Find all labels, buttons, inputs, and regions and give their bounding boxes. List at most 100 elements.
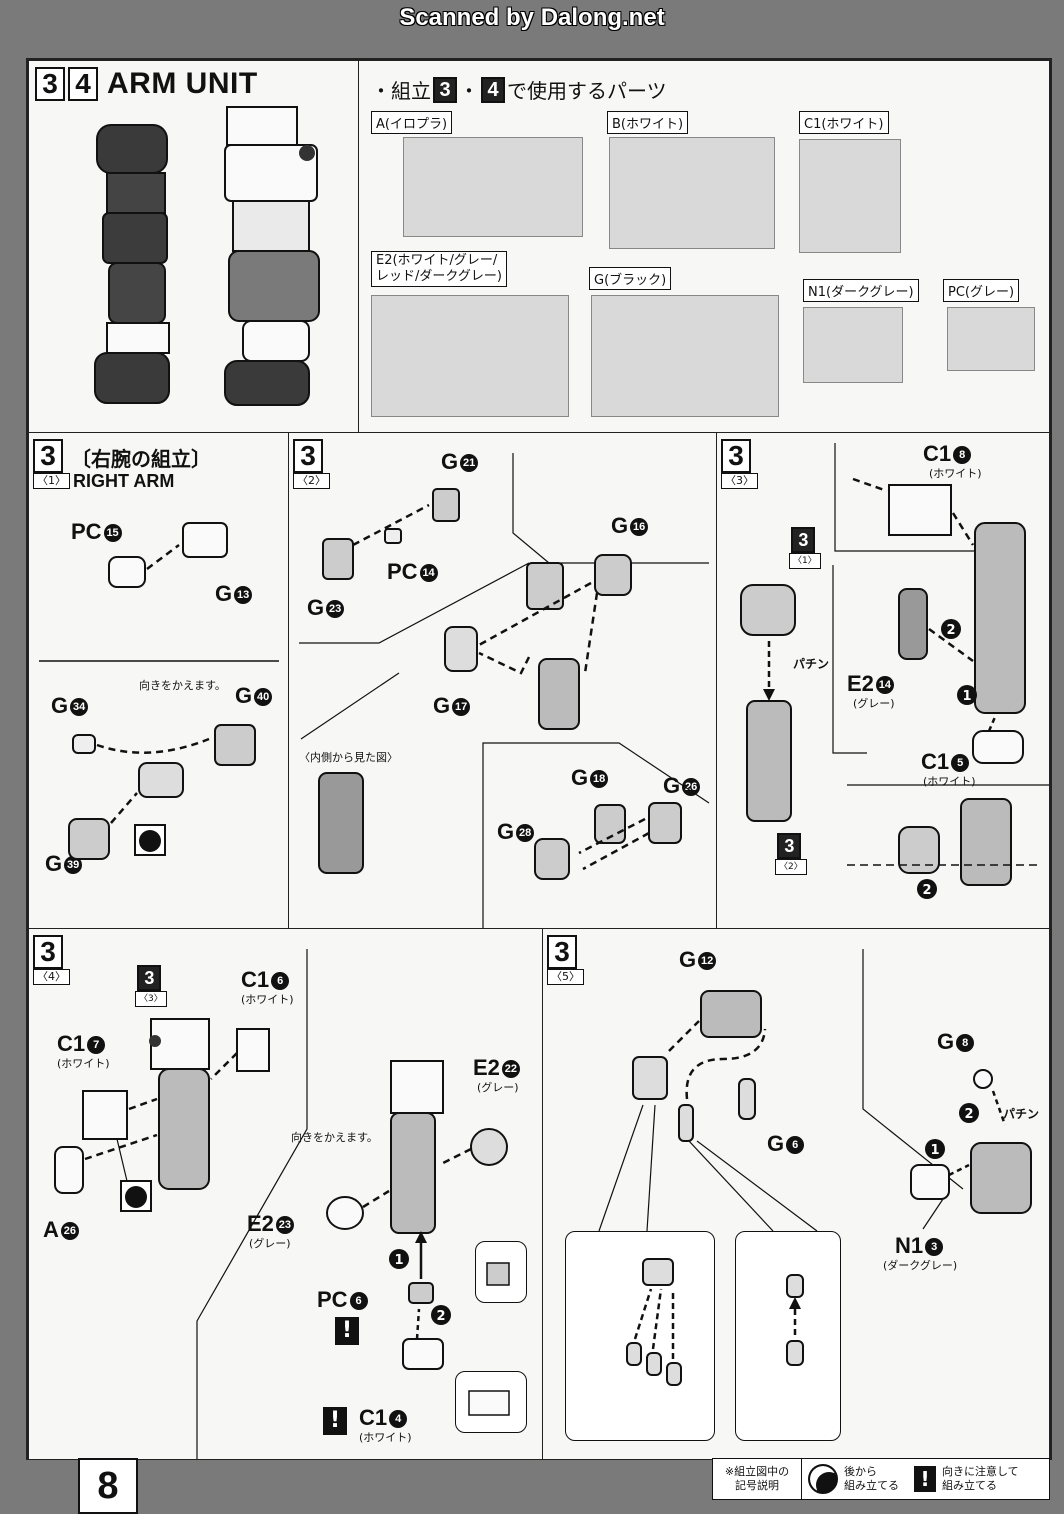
- runner-label-n1: N1(ダークグレー): [803, 279, 919, 302]
- runner-b: [609, 137, 775, 249]
- detail-callout-top: [475, 1241, 527, 1303]
- step-number-4: 4: [68, 67, 98, 101]
- step-3-4-number: 3 〈4〉: [33, 935, 70, 985]
- assemble-later-icon: [808, 1464, 838, 1494]
- ref-step-3-3-sub: 〈3〉: [135, 991, 167, 1007]
- label-e223-color: (グレー): [249, 1237, 291, 1250]
- parts-heading-num2: 4: [481, 76, 505, 103]
- arm-unit-heading: 3 4 ARM UNIT: [35, 67, 258, 101]
- scan-credit-bar: Scanned by Dalong.net: [0, 0, 1064, 46]
- legend-title: ※組立図中の 記号説明: [713, 1459, 802, 1499]
- runner-label-e2-line2: レッド/ダークグレー): [376, 269, 502, 284]
- runner-label-pc: PC(グレー): [943, 279, 1020, 302]
- caution-icon: !: [914, 1466, 936, 1492]
- step-3-5-number: 3 〈5〉: [547, 935, 584, 985]
- label-c18-color: (ホワイト): [929, 467, 982, 480]
- caution-mark-2: !: [323, 1407, 347, 1435]
- step-3-2-num: 3: [293, 439, 323, 473]
- legend-title-line2: 記号説明: [735, 1479, 779, 1492]
- runner-n1: [803, 307, 903, 383]
- step-3-4-num: 3: [33, 935, 63, 969]
- step-3-2-diagram: [299, 453, 710, 929]
- arm-unit-illustration: [94, 106, 320, 406]
- step-3-5-sub: 〈5〉: [547, 969, 584, 985]
- label-e222-color: (グレー): [477, 1081, 519, 1094]
- snap-sound-3-3: パチン: [793, 657, 830, 671]
- label-n13-color: (ダークグレー): [883, 1259, 958, 1272]
- step-3-3-sub: 〈3〉: [721, 473, 758, 489]
- step-3-1-title-en: RIGHT ARM: [73, 471, 175, 491]
- step-3-1-num: 3: [33, 439, 63, 473]
- detail-callout-bottom: [455, 1371, 527, 1433]
- parts-heading: ・組立 3 ・ 4 で使用するパーツ: [371, 75, 667, 104]
- ref-step-3-2-sub: 〈2〉: [775, 859, 807, 875]
- parts-heading-sep: ・: [459, 79, 479, 103]
- legend-assemble-later: 後から 組み立てる: [844, 1465, 908, 1493]
- svg-text:1: 1: [930, 1143, 939, 1158]
- ref-step-3-3: 3 〈3〉: [135, 965, 167, 1007]
- svg-text:2: 2: [922, 883, 931, 898]
- legend-caution: 向きに注意して 組み立てる: [942, 1465, 1019, 1493]
- svg-text:2: 2: [436, 1309, 445, 1324]
- ref-step-3-1: 3 〈1〉: [789, 527, 821, 569]
- runner-label-g: G(ブラック): [589, 267, 672, 290]
- legend-title-line1: ※組立図中の: [724, 1465, 790, 1478]
- step-3-3-num: 3: [721, 439, 751, 473]
- caution-mark: !: [335, 1317, 359, 1345]
- step-3-1-note: 向きをかえます。: [139, 679, 226, 692]
- label-c17-color: (ホワイト): [57, 1057, 110, 1070]
- parts-heading-num1: 3: [433, 76, 457, 103]
- step-3-1-number: 3 〈1〉: [33, 439, 70, 489]
- label-e214-color: (グレー): [853, 697, 895, 710]
- ref-step-3-3-num: 3: [137, 965, 162, 991]
- ref-step-3-2-num: 3: [777, 833, 802, 859]
- step-3-1-sub: 〈1〉: [33, 473, 70, 489]
- step-3-2-number: 3 〈2〉: [293, 439, 330, 489]
- runner-g: [591, 295, 779, 417]
- runner-label-c1: C1(ホワイト): [799, 111, 889, 134]
- page-number: 8: [78, 1458, 138, 1514]
- step-3-3-number: 3 〈3〉: [721, 439, 758, 489]
- runner-label-e2: E2(ホワイト/グレー/ レッド/ダークグレー): [371, 251, 507, 287]
- ref-step-3-2: 3 〈2〉: [775, 833, 807, 875]
- parts-heading-prefix: ・組立: [371, 79, 431, 103]
- legend-back-line2: 組み立てる: [844, 1479, 899, 1492]
- legend-warn-line2: 組み立てる: [942, 1479, 997, 1492]
- label-c15-color: (ホワイト): [923, 775, 976, 788]
- order-mark-2: 2: [946, 623, 955, 638]
- runner-e2: [371, 295, 569, 417]
- runner-c1: [799, 139, 901, 253]
- svg-text:1: 1: [394, 1253, 403, 1268]
- parts-heading-suffix: で使用するパーツ: [507, 79, 667, 103]
- step-number-3: 3: [35, 67, 65, 101]
- section-title: ARM UNIT: [107, 67, 258, 100]
- step-3-4-sub: 〈4〉: [33, 969, 70, 985]
- runner-label-b: B(ホワイト): [607, 111, 689, 134]
- step-3-5-num: 3: [547, 935, 577, 969]
